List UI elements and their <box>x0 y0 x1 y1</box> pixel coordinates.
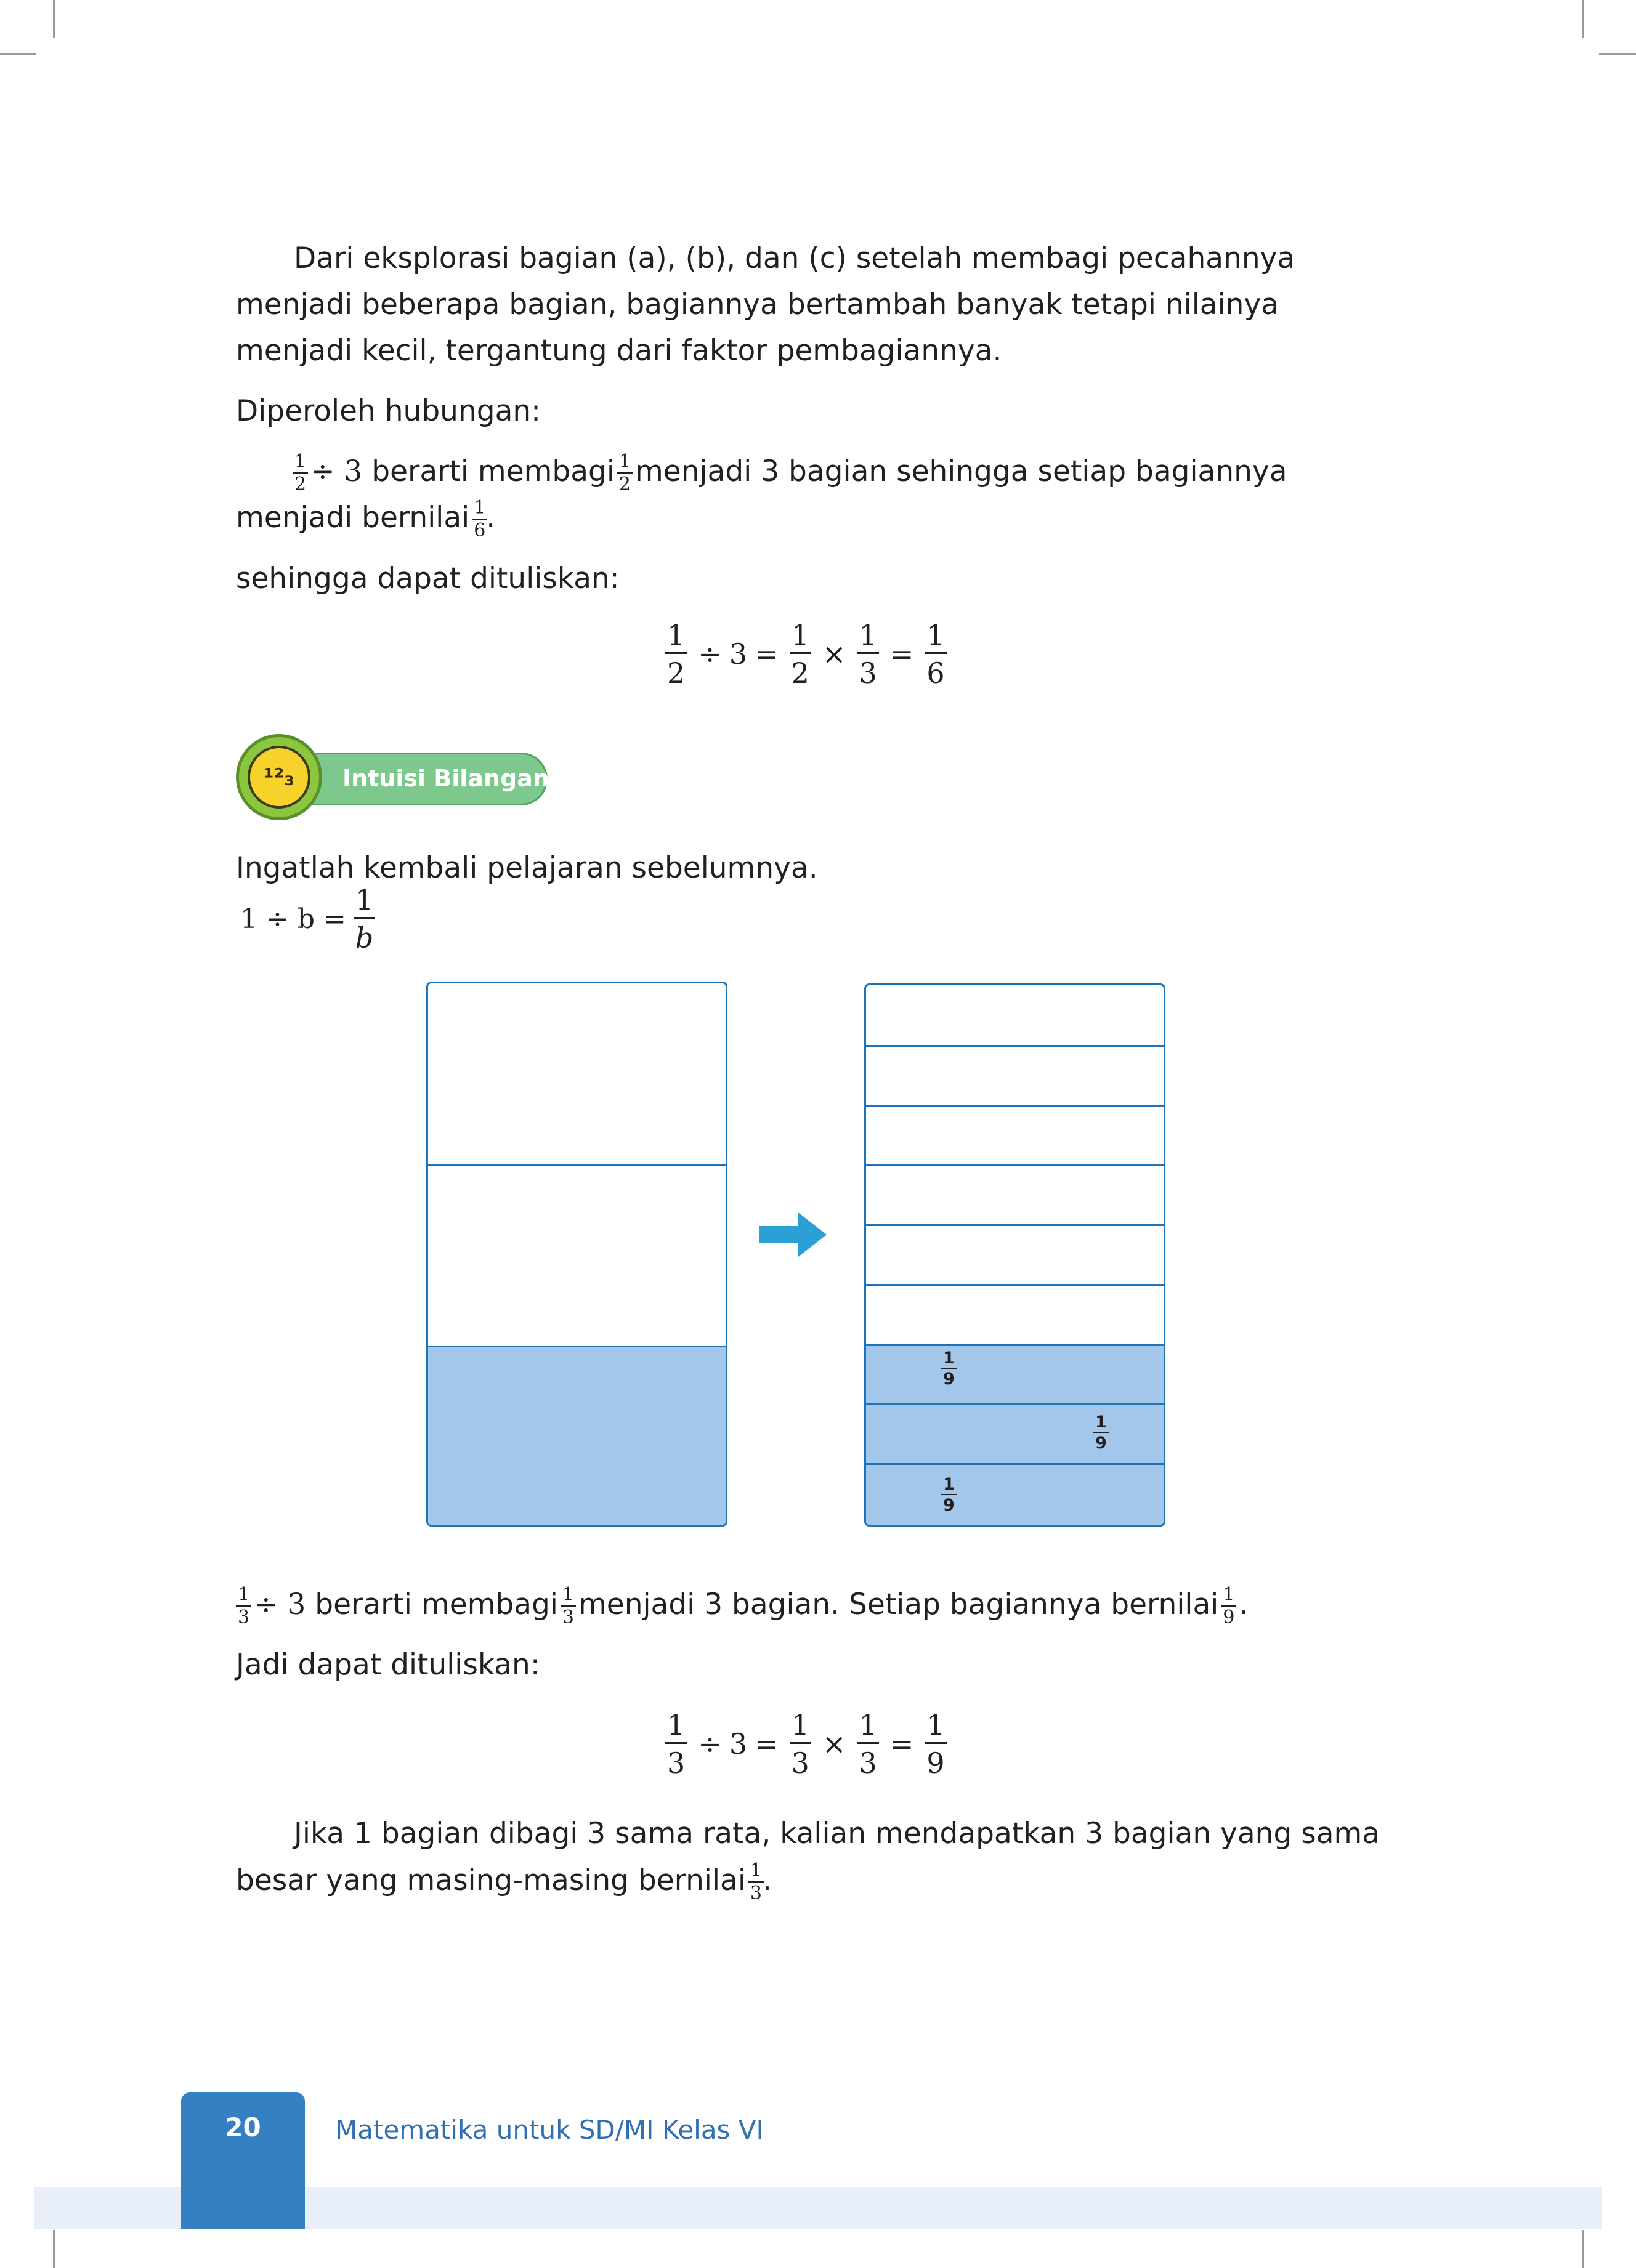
written-label: sehingga dapat dituliskan: <box>236 562 620 595</box>
intro-line-3: menjadi kecil, tergantung dari faktor pe… <box>236 334 1002 368</box>
ninth-row <box>866 1105 1164 1164</box>
intro-line-1: Dari eksplorasi bagian (a), (b), dan (c)… <box>294 241 1295 275</box>
ninth-row <box>866 1284 1164 1344</box>
crop-mark <box>1599 53 1636 55</box>
crop-mark <box>53 2230 55 2268</box>
third-row <box>428 1164 726 1346</box>
ninth-row <box>866 1045 1164 1105</box>
closing-line-1: Jika 1 bagian dibagi 3 sama rata, kalian… <box>294 1817 1380 1850</box>
crop-mark <box>1582 2230 1584 2268</box>
recall-text: Ingatlah kembali pelajaran sebelumnya. <box>236 851 818 885</box>
page-number: 20 <box>225 2112 261 2142</box>
intro-line-2: menjadi beberapa bagian, bagiannya berta… <box>236 288 1279 321</box>
right-arrow-icon <box>759 1213 827 1257</box>
crop-mark <box>53 0 55 38</box>
ninth-row <box>866 1224 1164 1284</box>
badge-label: Intuisi Bilangan <box>342 765 549 792</box>
running-title: Matematika untuk SD/MI Kelas VI <box>335 2115 764 2145</box>
intuisi-bilangan-banner <box>280 753 548 805</box>
shaded-ninth-row <box>866 1344 1164 1403</box>
written-label-2: Jadi dapat dituliskan: <box>236 1648 540 1682</box>
whole-divided-in-ninths <box>864 983 1165 1527</box>
third-row <box>428 983 726 1164</box>
crop-mark <box>0 53 36 55</box>
whole-divided-in-thirds <box>426 982 727 1527</box>
ninth-row <box>866 1164 1164 1224</box>
ninth-row <box>866 985 1164 1045</box>
page-number-tab <box>181 2092 305 2229</box>
crop-mark <box>1582 0 1584 38</box>
shaded-third-row <box>428 1346 726 1525</box>
number-sense-icon: ¹²₃ <box>248 746 310 809</box>
shaded-ninth-row <box>866 1463 1164 1525</box>
shaded-ninth-row <box>866 1403 1164 1463</box>
relation-label: Diperoleh hubungan: <box>236 394 541 428</box>
